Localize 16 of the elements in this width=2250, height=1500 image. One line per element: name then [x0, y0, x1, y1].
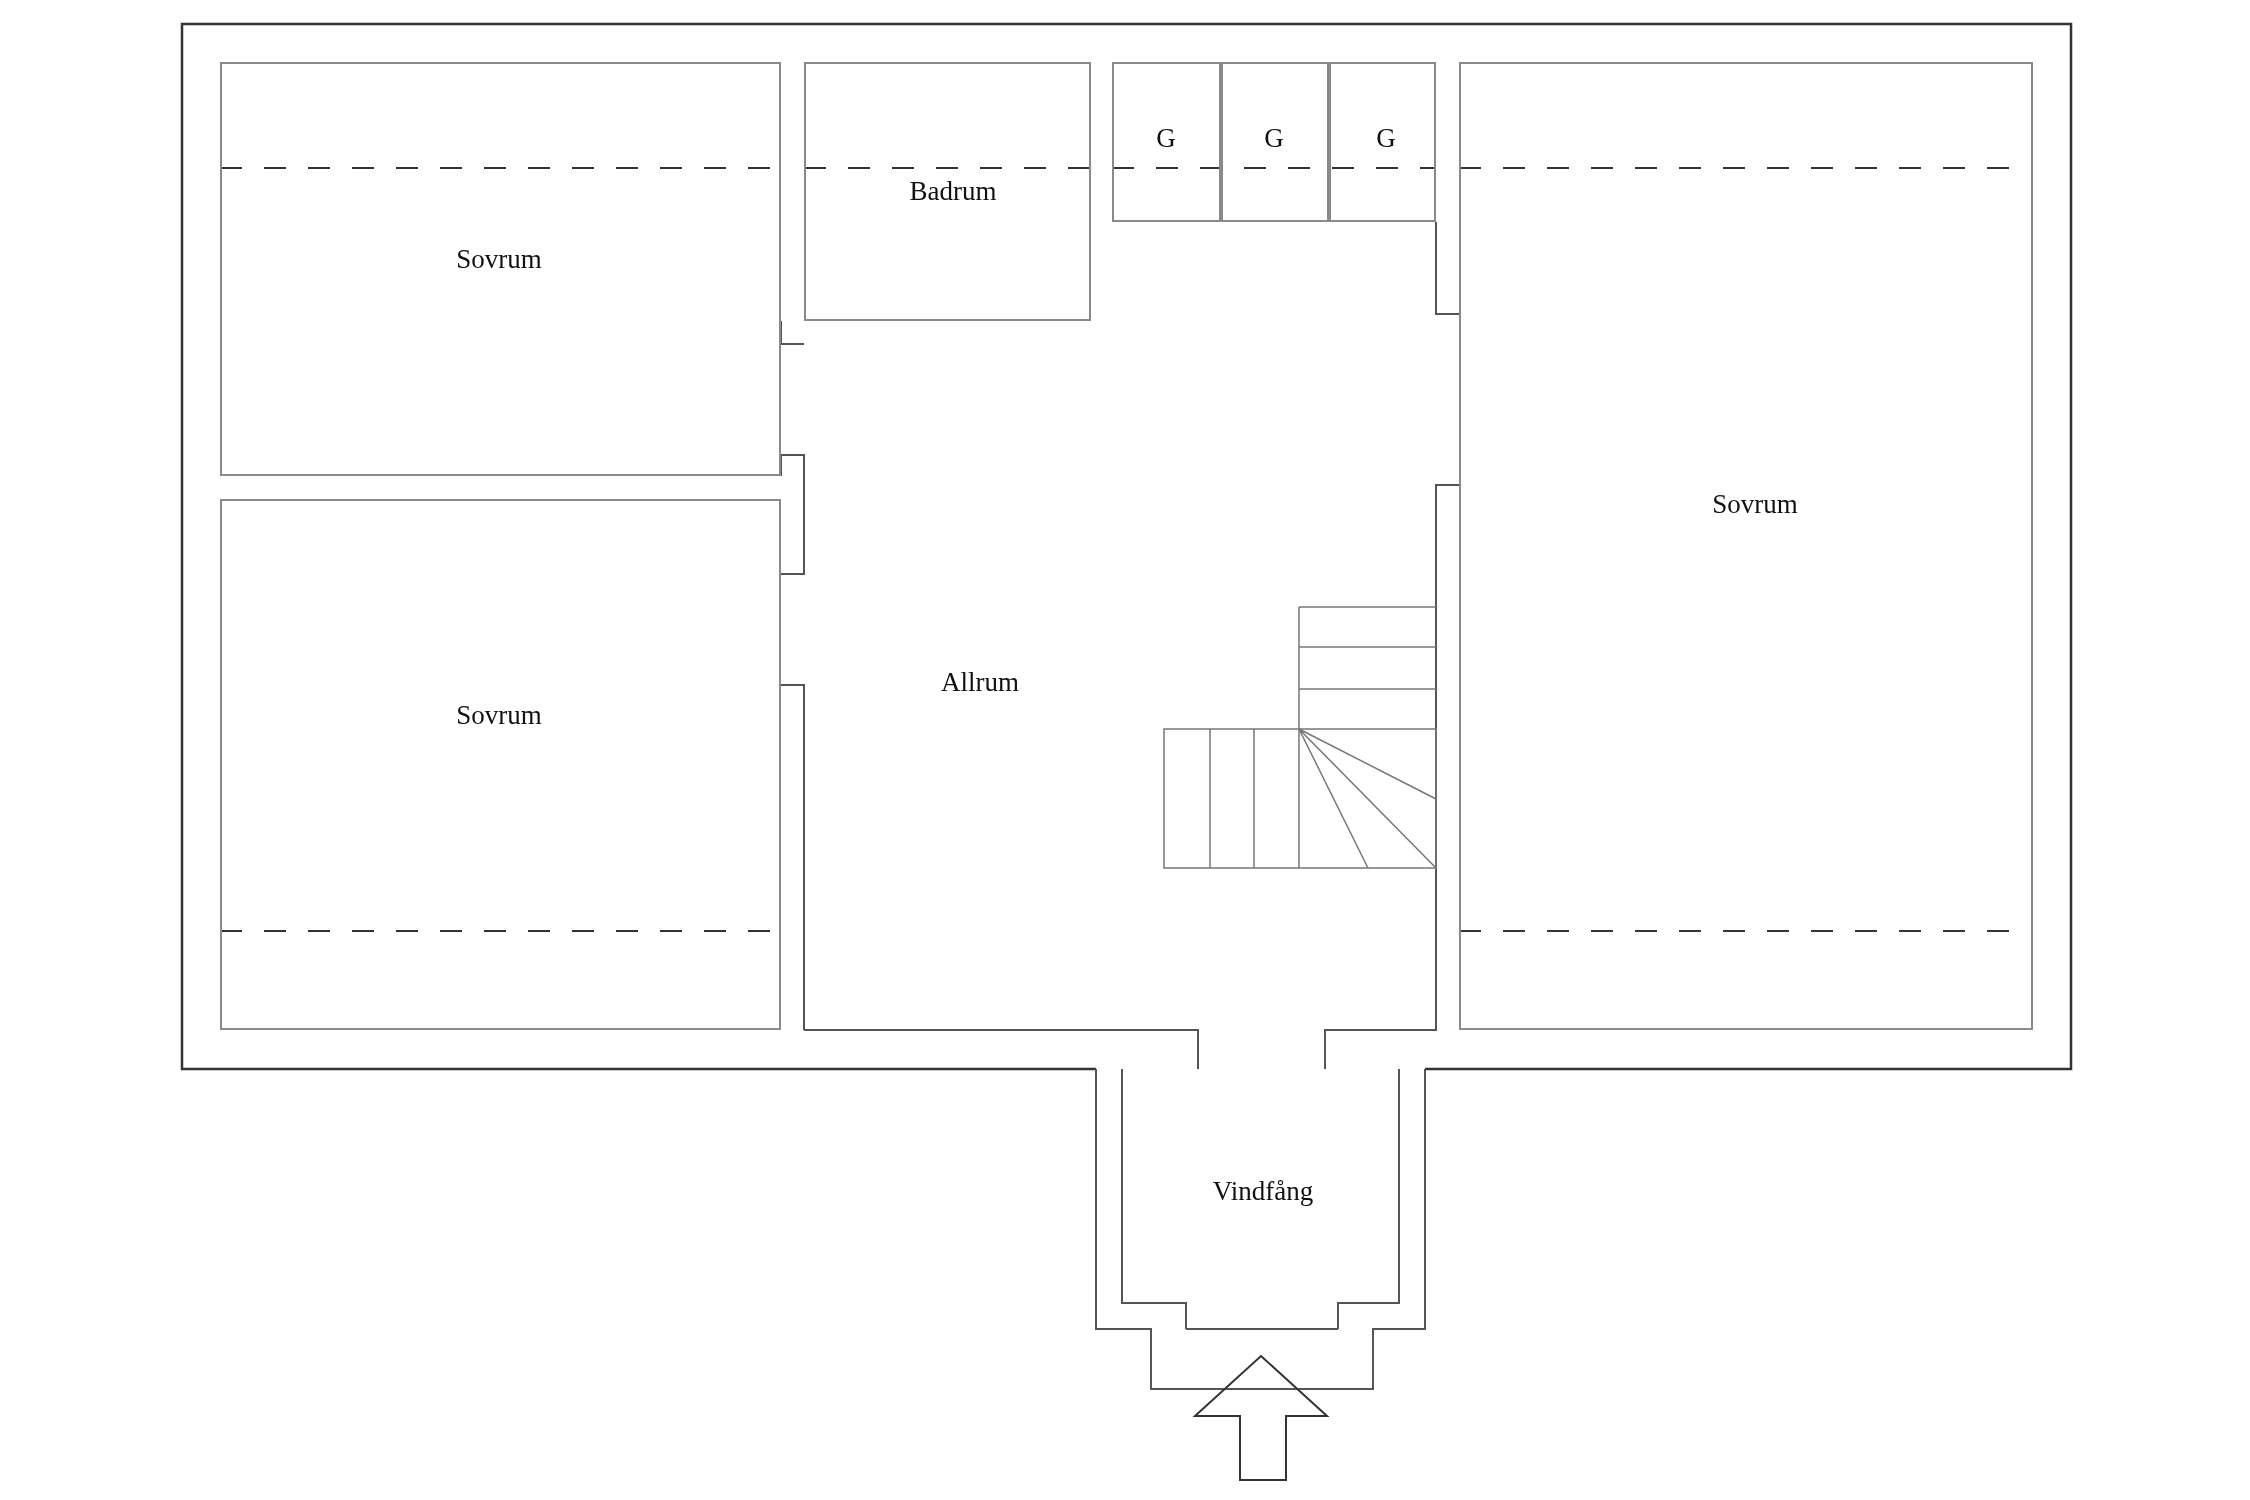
room-name: Sovrum	[1712, 488, 1798, 520]
room-name: G	[1264, 122, 1284, 154]
room-outline	[1112, 62, 1221, 222]
room-outline	[1459, 62, 2033, 1030]
room-outline	[804, 62, 1091, 321]
room-outline	[1329, 62, 1436, 222]
room-name: G	[1156, 122, 1176, 154]
room-name: Sovrum	[456, 243, 542, 275]
room-outline	[220, 499, 781, 1030]
room-name: Badrum	[909, 175, 997, 207]
room-outline	[220, 62, 781, 476]
room-name: G	[1376, 122, 1396, 154]
room-outline	[1221, 62, 1329, 222]
room-name: Allrum	[941, 666, 1019, 698]
room-name: Sovrum	[456, 699, 542, 731]
room-name: Vindfång	[1212, 1175, 1314, 1207]
